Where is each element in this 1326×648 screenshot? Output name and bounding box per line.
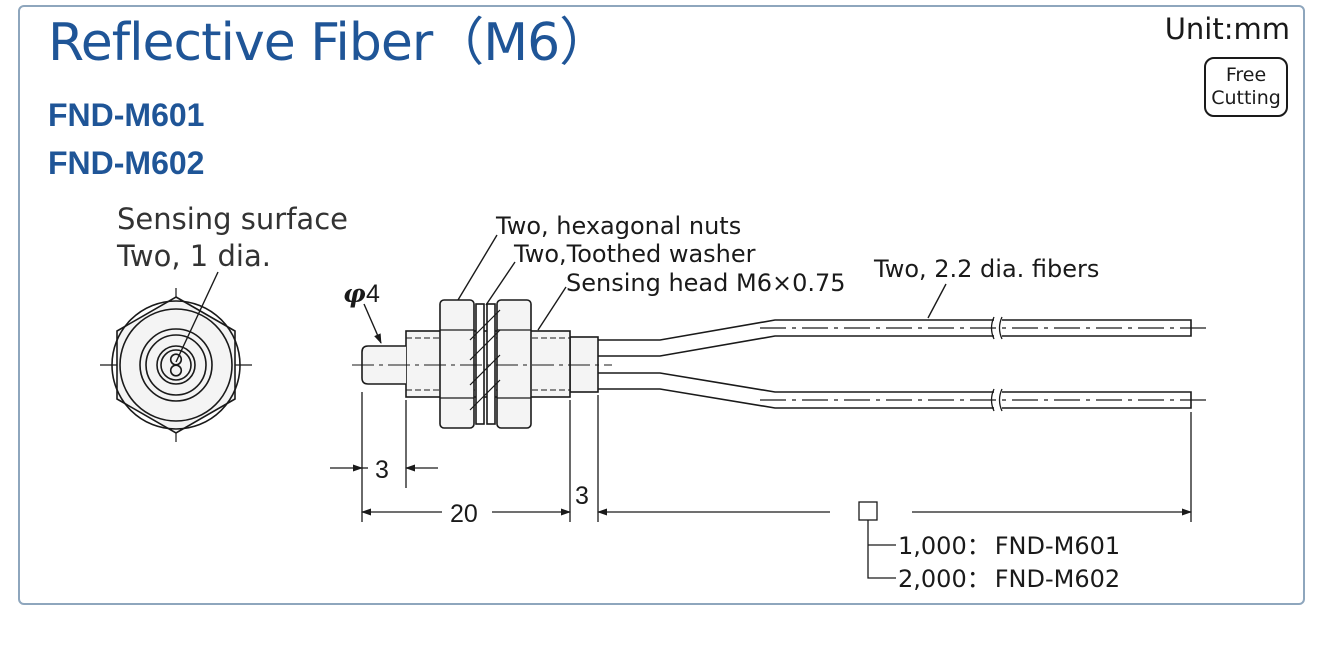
length-option-2-sep: ：	[967, 565, 991, 593]
diameter-leader	[363, 303, 382, 344]
length-option-1-model: FND-M601	[995, 532, 1120, 560]
washer-circle	[119, 308, 233, 422]
fiber-lower-top	[598, 372, 994, 393]
front-view-label-1: Sensing surface	[117, 202, 348, 236]
length-bracket	[867, 520, 896, 579]
sensing-face-circle	[160, 349, 192, 381]
front-view-label-2: Two, 1 dia.	[116, 239, 271, 273]
length-option-2-model: FND-M602	[995, 565, 1120, 593]
length-option-1-length: 1,000	[898, 532, 967, 560]
thread-root-circle	[145, 334, 207, 396]
side-view	[352, 299, 1210, 429]
toothed-washer-left	[475, 303, 485, 425]
hex-nut-left	[439, 299, 475, 429]
fiber-lower-bottom	[598, 388, 994, 409]
length-option-2-length: 2,000	[898, 565, 967, 593]
washer-leader	[485, 261, 516, 306]
callout-leaders	[363, 234, 947, 344]
fibers-leader	[927, 283, 947, 319]
length-option-2: 2,000：FND-M602	[898, 565, 1120, 593]
diameter-symbol: φ	[343, 279, 366, 308]
unit-label: Unit:mm	[1164, 12, 1290, 46]
badge-line-2: Cutting	[1211, 87, 1281, 109]
page-title: Reflective Fiber（M6）	[48, 13, 611, 73]
nut-outer-circle	[111, 300, 241, 430]
fiber-upper-top	[598, 319, 994, 341]
length-placeholder-box	[858, 501, 878, 521]
thread-circle	[139, 328, 213, 402]
break-mark-4	[998, 388, 1003, 412]
model-name-2: FND-M602	[48, 145, 205, 181]
badge-line-1: Free	[1225, 64, 1267, 87]
dim-tip-value: 3	[375, 456, 389, 484]
head-callout: Sensing head M6×0.75	[566, 269, 846, 297]
fiber-upper-bottom	[598, 335, 994, 357]
tip-circle	[156, 345, 196, 385]
diameter-value: 4	[366, 280, 380, 308]
length-option-1: 1,000：FND-M601	[898, 532, 1120, 560]
head-leader	[537, 286, 567, 331]
front-view	[100, 271, 252, 442]
dim-head-length-value: 20	[450, 500, 478, 528]
washer-callout: Two,Toothed washer	[513, 240, 756, 268]
model-name-1: FND-M601	[48, 97, 205, 133]
fiber-core-lower	[169, 364, 183, 377]
nuts-leader	[457, 234, 498, 301]
break-mark-2	[998, 316, 1003, 340]
fibers-callout: Two, 2.2 dia. fibers	[873, 255, 1099, 283]
sensing-surface-leader	[175, 271, 219, 363]
dimension-lines	[330, 392, 1192, 579]
hex-nut-right	[496, 299, 532, 429]
dim-collar-value: 3	[575, 482, 589, 510]
length-option-1-sep: ：	[967, 532, 991, 560]
nuts-callout: Two, hexagonal nuts	[495, 212, 741, 240]
drawing-panel	[18, 5, 1305, 605]
free-cutting-badge: Free Cutting	[1204, 57, 1288, 117]
